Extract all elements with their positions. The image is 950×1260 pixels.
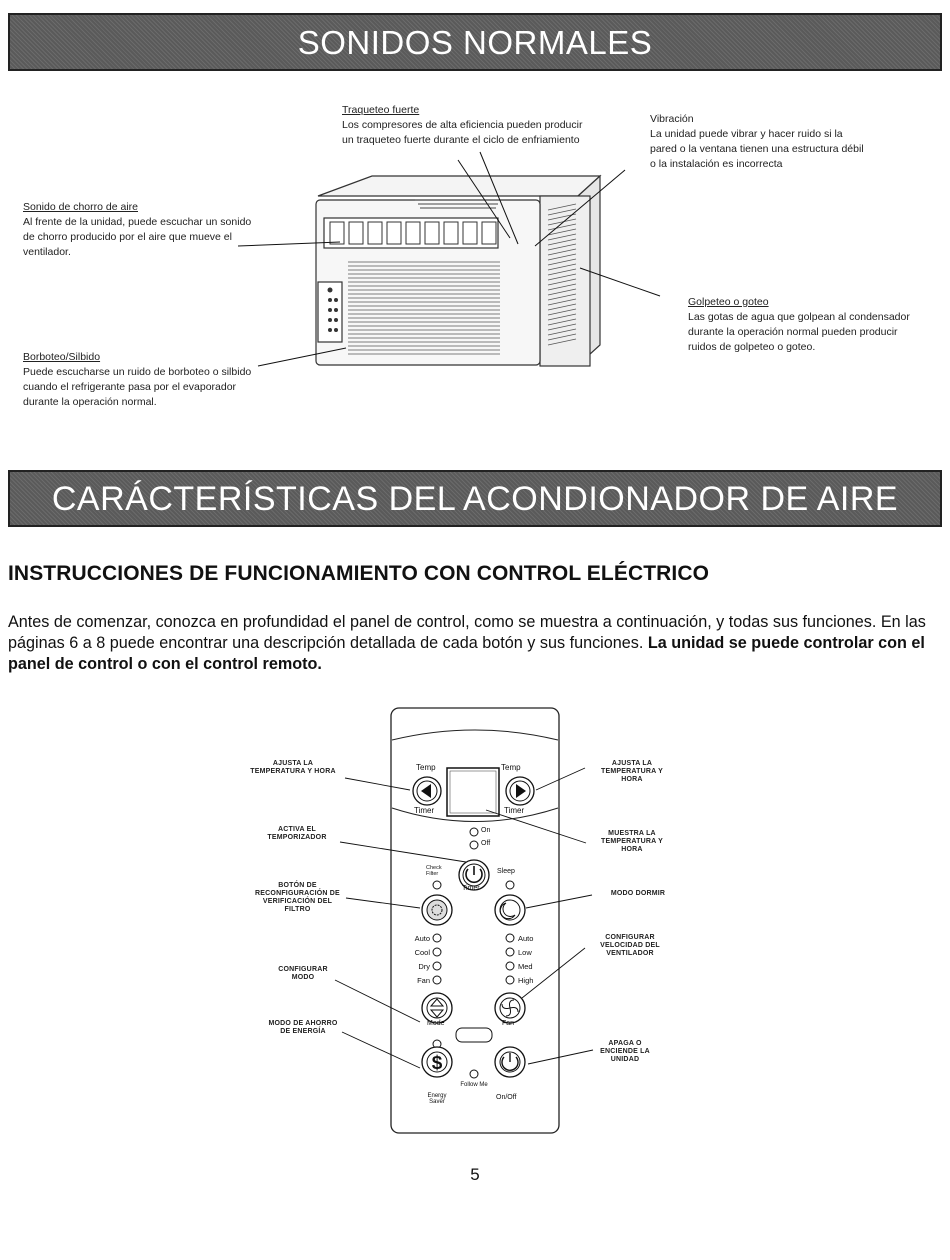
temp-label-right: Temp [501,763,521,772]
label-filter-reset: BOTÓN DE RECONFIGURACIÓN DE VERIFICACIÓN… [255,882,340,913]
sleep-label: Sleep [497,868,515,875]
callout-rattle: Traqueteo fuerte Los compresores de alta… [342,104,583,146]
fan-button-label: Fan [502,1020,515,1027]
svg-text:$: $ [432,1053,443,1074]
callout-airflow: Sonido de chorro de aire Al frente de la… [23,201,252,258]
fan-speed-option-label: Low [518,948,532,957]
label-adjust-temp-right: AJUSTA LA TEMPERATURA Y HORA [601,760,663,783]
mode-option-label: Fan [417,976,430,985]
callout-drip: Golpeteo o goteo Las gotas de agua que g… [688,296,910,353]
off-label: Off [481,840,491,847]
fan-speed-option-label: High [518,976,534,985]
mode-button-label: Mode [427,1020,445,1027]
label-power: APAGA O ENCIENDE LA UNIDAD [600,1040,650,1063]
timer-button-label: Timer [462,885,480,892]
section-banner-sounds: SONIDOS NORMALES [8,13,942,71]
section-banner-features: CARÁCTERÍSTICAS DEL ACONDIONADOR DE AIRE [8,470,942,527]
label-timer: ACTIVA EL TEMPORIZADOR [267,826,327,841]
banner-title: SONIDOS NORMALES [297,24,653,61]
timer-label-left: Timer [414,806,435,815]
label-fan-speed: CONFIGURAR VELOCIDAD DEL VENTILADOR [600,934,660,957]
onoff-label: On/Off [496,1094,517,1101]
intro-paragraph: Antes de comenzar, conozca en profundida… [8,613,926,673]
fan-speed-option-label: Med [518,962,533,971]
label-energy-saver: MODO DE AHORRO DE ENERGÍA [268,1020,338,1035]
mode-option-label: Cool [414,948,430,957]
on-label: On [481,827,491,834]
energy-saver-label: Energy Saver [427,1093,447,1105]
timer-label-right: Timer [504,806,525,815]
section-heading: INSTRUCCIONES DE FUNCIONAMIENTO CON CONT… [8,562,710,585]
page-number: 5 [470,1165,480,1184]
temp-label-left: Temp [416,763,436,772]
check-filter-label: Check Filter [426,865,442,877]
label-adjust-temp-left: AJUSTA LA TEMPERATURA Y HORA [250,760,336,775]
ac-unit-illustration [237,151,661,367]
label-sleep: MODO DORMIR [610,890,666,897]
mode-option-label: Auto [414,934,430,943]
callout-vibration: Vibración La unidad puede vibrar y hacer… [650,113,864,170]
label-display: MUESTRA LA TEMPERATURA Y HORA [601,830,663,853]
banner-title: CARÁCTERÍSTICAS DEL ACONDIONADOR DE AIRE [51,480,899,518]
mode-option-label: Dry [418,962,430,971]
fan-speed-option-label: Auto [518,934,534,943]
callout-gurgle: Borboteo/Silbido Puede escucharse un rui… [23,351,252,408]
follow-me-label: Follow Me [460,1082,488,1088]
label-mode: CONFIGURAR MODO [278,966,328,981]
